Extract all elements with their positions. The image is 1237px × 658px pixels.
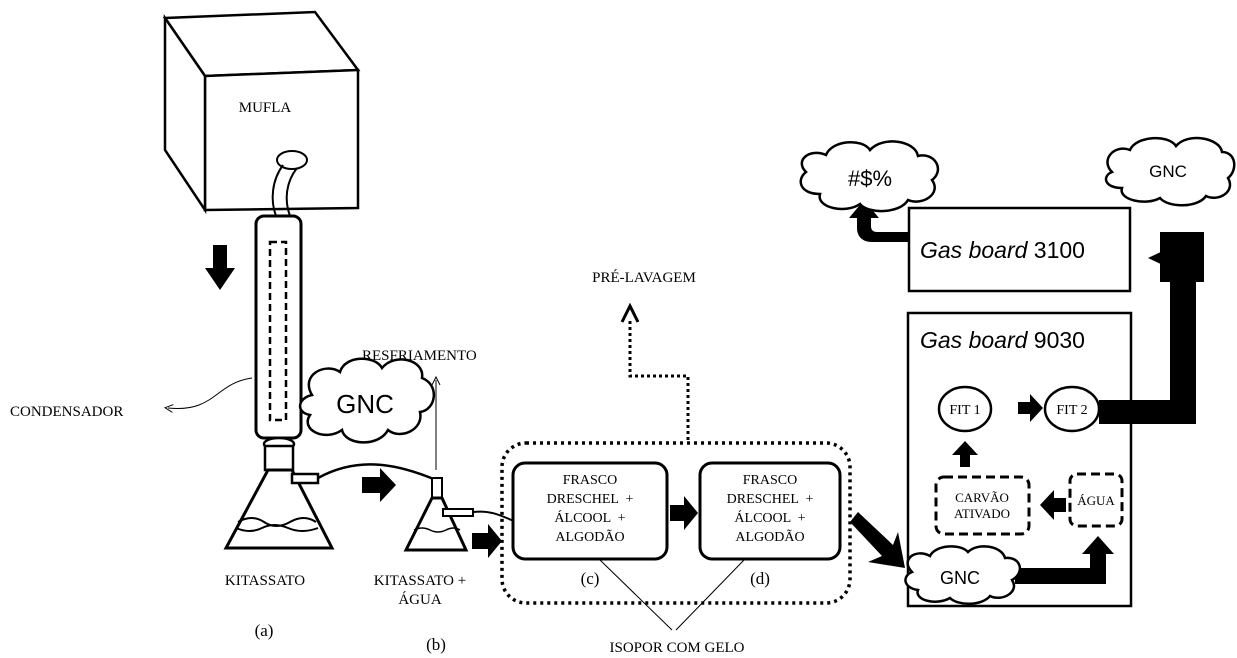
frasco-c-line1: FRASCO <box>563 473 617 488</box>
condenser-adapter <box>262 436 296 472</box>
frasco-c-box <box>511 461 669 561</box>
mufla-label: MUFLA <box>239 100 292 116</box>
gnc-cloud-top-right <box>1104 136 1236 207</box>
frasco-d-line2: DRESCHEL + <box>727 492 814 507</box>
frasco-d-box <box>698 461 842 561</box>
gnc-cloud-bottom <box>904 545 1022 605</box>
flow-arrow-up <box>952 441 978 467</box>
flow-arrow-down <box>205 245 235 290</box>
gnc-bottom-label: GNC <box>940 568 980 588</box>
fit1-label: FIT 1 <box>949 403 980 418</box>
tag-b: (b) <box>426 635 446 654</box>
gas-board-9030-title: Gas board 9030 <box>920 327 1085 353</box>
gas-board-3100-italic: Gas board <box>920 237 1029 263</box>
pre-lavagem-arrowhead <box>620 302 640 323</box>
frasco-c-line2: DRESCHEL + <box>547 492 634 507</box>
isopor-label: ISOPOR COM GELO <box>609 640 744 656</box>
tag-c: (c) <box>581 569 600 588</box>
frasco-d-line3: ÁLCOOL + <box>734 509 805 526</box>
flow-arrow-diagonal <box>850 512 905 568</box>
pre-lavagem-dotted-line <box>628 318 690 440</box>
condensador-label: CONDENSADOR <box>10 404 123 420</box>
fit1-circle <box>937 385 993 433</box>
symbols-label: #$% <box>848 166 892 191</box>
pre-lavagem-label: PRÉ-LAVAGEM <box>592 269 696 286</box>
carvao-label-1: CARVÃO <box>955 490 1009 505</box>
tag-a: (a) <box>255 621 274 640</box>
flow-arrow-fit <box>1018 394 1043 422</box>
gnc-cloud-left <box>298 357 435 444</box>
frasco-d-line4: ALGODÃO <box>735 529 804 545</box>
carvao-ativado-box <box>934 475 1031 536</box>
condensador-callout-line <box>168 377 253 409</box>
gas-board-3100-title: Gas board 3100 <box>920 237 1085 263</box>
tag-d: (d) <box>750 569 770 588</box>
gas-board-9030-italic: Gas board <box>920 327 1029 353</box>
frasco-c-line3: ÁLCOOL + <box>554 509 625 526</box>
flow-arrow-left <box>1040 490 1066 520</box>
symbols-cloud <box>799 140 940 213</box>
flow-arrow-gnc-to-agua <box>1015 536 1114 584</box>
gnc-top-right-label: GNC <box>1149 162 1187 181</box>
flow-arrow-right-1 <box>362 468 396 502</box>
pipe-connector-3100 <box>1160 232 1204 282</box>
agua-label: ÁGUA <box>1077 493 1115 508</box>
isopor-pointer-lines <box>599 559 745 631</box>
mufla-furnace <box>162 10 361 215</box>
pipe-fit2-to-3100 <box>1099 255 1196 424</box>
agua-box <box>1068 472 1124 528</box>
gas-board-3100-box <box>907 206 1132 293</box>
kitassato-agua-label-1: KITASSATO + <box>374 573 466 589</box>
resfriamento-label: RESFRIAMENTO <box>362 348 477 364</box>
frasco-d-line1: FRASCO <box>743 473 797 488</box>
carvao-label-2: ATIVADO <box>954 506 1010 521</box>
gas-board-3100-number: 3100 <box>1027 237 1085 263</box>
kitassato-flask-a <box>223 468 335 550</box>
gas-board-9030-number: 9030 <box>1027 327 1085 353</box>
mufla-outlet-tube <box>271 150 308 217</box>
fit2-label: FIT 2 <box>1056 403 1087 418</box>
flow-arrow-right-3 <box>670 496 698 530</box>
gnc-left-label: GNC <box>336 389 394 419</box>
frasco-c-line4: ALGODÃO <box>555 529 624 545</box>
flow-arrow-into-3100 <box>1148 250 1165 266</box>
kitassato-flask-b <box>403 477 474 552</box>
isopor-dotted-container <box>500 441 852 605</box>
connecting-tube-a-b <box>317 463 437 482</box>
exhaust-arrow-3100 <box>849 200 910 242</box>
connecting-tube-b-c <box>472 510 517 523</box>
flow-arrow-right-2 <box>472 524 502 558</box>
condenser <box>254 214 303 440</box>
kitassato-agua-label-2: ÁGUA <box>398 591 441 608</box>
kitassato-label: KITASSATO <box>225 573 305 589</box>
